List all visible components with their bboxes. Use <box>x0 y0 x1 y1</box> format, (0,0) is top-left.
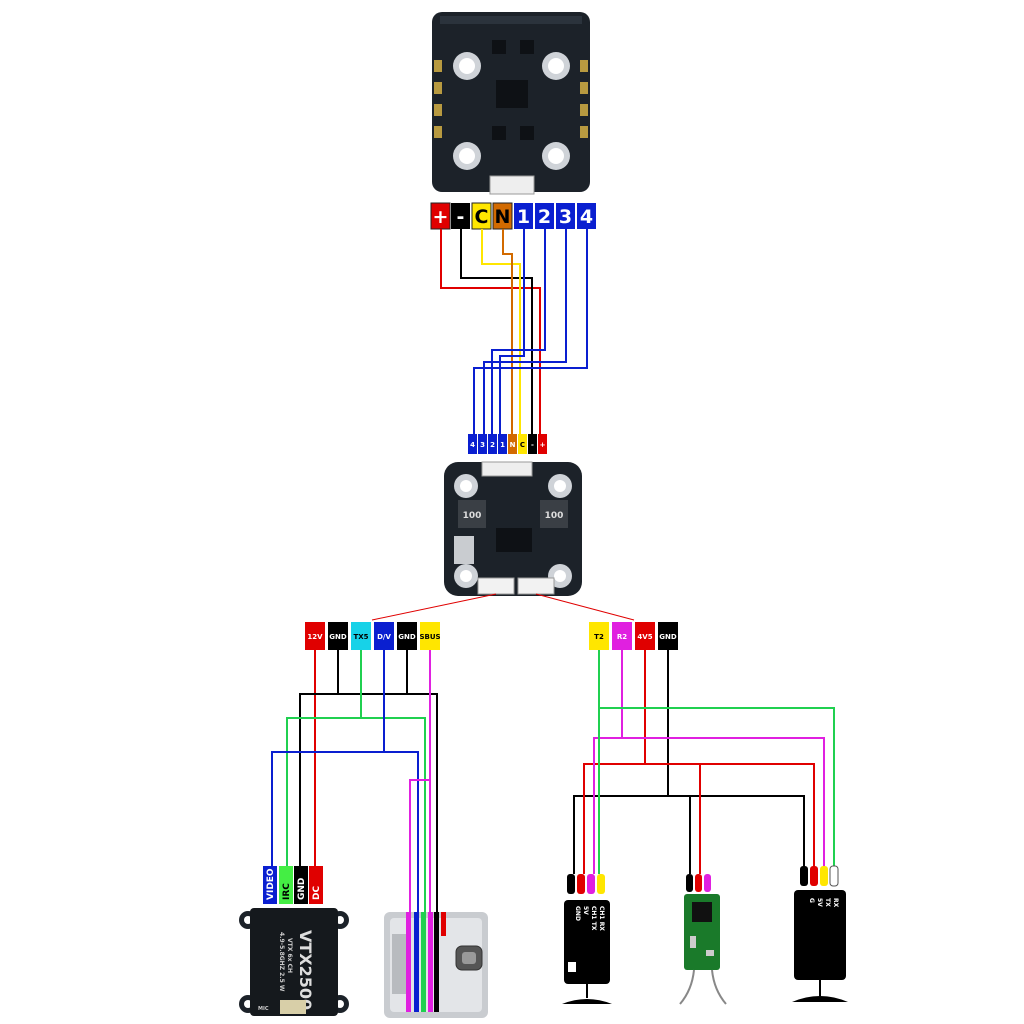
esc-pin-3-label: 3 <box>559 206 572 228</box>
esc-pin-4 <box>577 203 596 229</box>
fc-top-pin-4: 4 <box>470 441 475 449</box>
vtx-module: VIDEO IRC GND DC VTX2500 VTX 6x CH 4.9-5… <box>239 866 349 1016</box>
fc-top-pin-c: C <box>520 441 525 449</box>
rx-left-ch1-rx: CH1 RX <box>598 906 605 931</box>
fc-top-pin-labels: 4 3 2 1 N C - + <box>468 434 547 454</box>
fc-inductor-right-label: 100 <box>545 511 564 521</box>
esc-pin-3 <box>556 203 575 229</box>
vtx-channel-text: VTX 6x CH <box>286 938 293 973</box>
esc-pin-minus <box>451 203 470 229</box>
rx-left-ch1-tx: CH1 TX <box>590 906 597 931</box>
flight-controller-board: 100 100 <box>444 461 582 596</box>
fc-top-pin-minus: - <box>531 441 534 449</box>
esc-board <box>432 12 590 195</box>
receiver-middle <box>679 874 727 1005</box>
rx-right-rx: RX <box>832 898 839 908</box>
esc-pin-1 <box>514 203 533 229</box>
rx-right-tx: TX <box>824 898 831 907</box>
vtx-header-gnd: GND <box>329 633 347 641</box>
esc-pin-1-label: 1 <box>517 206 530 228</box>
rx-header-r2: R2 <box>617 633 627 641</box>
vtx-header-tx5: TX5 <box>353 633 368 641</box>
fc-to-headers-lines <box>371 593 635 621</box>
rx-left-gnd: GND <box>574 906 581 921</box>
fc-top-pin-3: 3 <box>480 441 485 449</box>
rx-right-5v: 5V <box>816 898 823 907</box>
esc-pin-4-label: 4 <box>580 206 593 228</box>
esc-to-fc-wires <box>440 229 588 436</box>
rx-header-gnd: GND <box>659 633 677 641</box>
fc-top-pin-n: N <box>510 441 516 449</box>
dji-air-unit <box>384 912 488 1018</box>
vtx-pin-video: VIDEO <box>266 868 276 900</box>
fc-inductor-left-label: 100 <box>463 511 482 521</box>
vtx-pin-gnd: GND <box>297 878 307 900</box>
esc-pin-n-label: N <box>495 206 511 228</box>
dji-pin-strips <box>406 912 446 1012</box>
esc-pin-2 <box>535 203 554 229</box>
fc-top-pin-2: 2 <box>490 441 495 449</box>
rx-right-g: G <box>808 898 815 903</box>
rx-header-labels: T2 R2 4V5 GND <box>589 622 678 650</box>
vtx-pin-irc: IRC <box>282 883 292 900</box>
esc-pin-c-label: C <box>475 206 489 228</box>
vtx-model-name: VTX2500 <box>296 930 315 1010</box>
vtx-header-sbus: SBUS <box>419 633 440 641</box>
rx-header-t2: T2 <box>594 633 604 641</box>
receiver-right: RX TX 5V G <box>792 865 848 1002</box>
vtx-header-dv: D/V <box>377 633 391 641</box>
vtx-pin-labels: VIDEO IRC GND DC <box>263 866 323 904</box>
fc-top-pin-1: 1 <box>500 441 505 449</box>
receiver-left: CH1 RX CH1 TX 5V GND <box>562 874 612 1004</box>
esc-pin-labels: + - C N 1 2 3 4 <box>430 202 596 230</box>
vtx-mic-label: MIC <box>258 1006 269 1012</box>
esc-pin-2-label: 2 <box>538 206 551 228</box>
vtx-header-labels: 12V GND TX5 D/V GND SBUS <box>305 622 441 650</box>
esc-pin-plus-label: + <box>433 206 449 228</box>
rx-wires <box>573 650 835 874</box>
rx-header-4v5: 4V5 <box>637 633 652 641</box>
vtx-header-12v: 12V <box>307 633 323 641</box>
vtx-dji-wires <box>271 650 438 912</box>
vtx-header-gnd2: GND <box>398 633 416 641</box>
esc-pin-minus-label: - <box>457 206 465 228</box>
vtx-pin-dc: DC <box>312 886 322 900</box>
vtx-frequency-text: 4.9-5.8GHZ 2.5 W <box>278 932 285 992</box>
fc-top-pin-plus: + <box>540 441 546 449</box>
rx-left-5v: 5V <box>582 906 589 915</box>
